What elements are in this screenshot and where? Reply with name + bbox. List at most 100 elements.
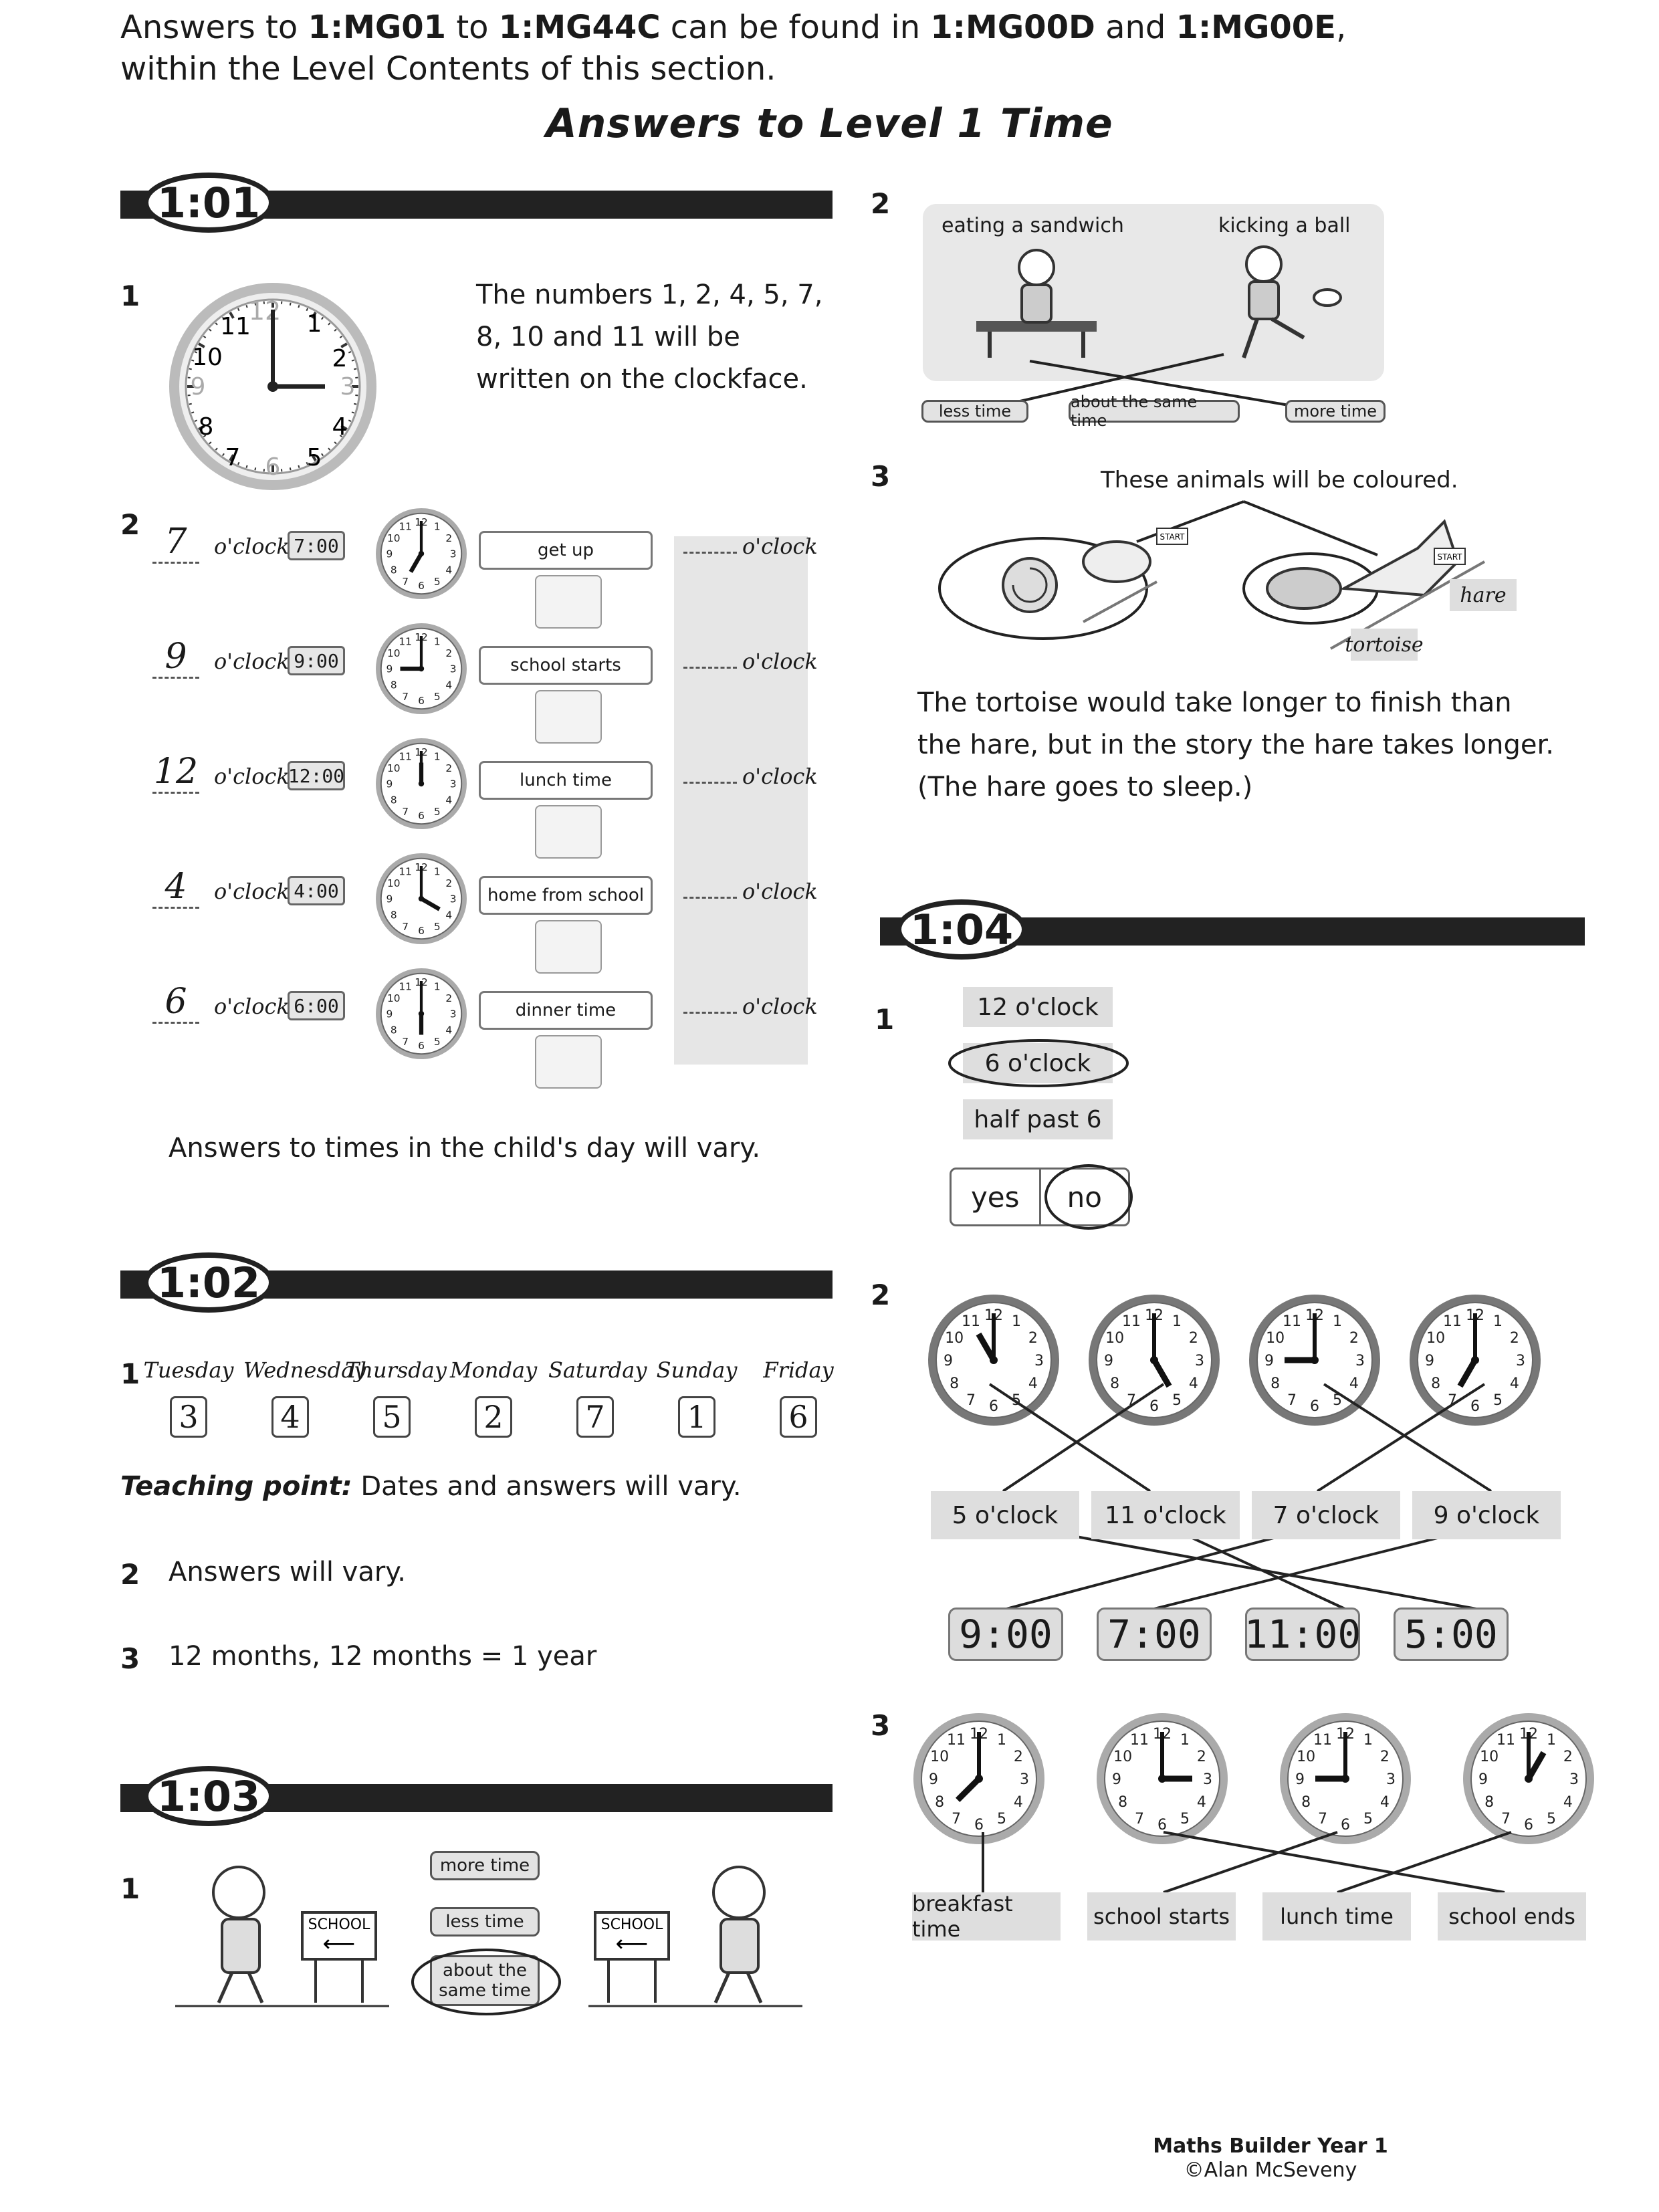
- svg-text:1: 1: [1012, 1313, 1021, 1330]
- q-number: 2: [120, 1558, 140, 1591]
- blank-line: [683, 1012, 737, 1014]
- svg-text:2: 2: [1028, 1330, 1038, 1347]
- svg-text:4: 4: [1380, 1794, 1390, 1811]
- svg-text:11: 11: [1443, 1313, 1462, 1330]
- svg-text:11: 11: [947, 1732, 966, 1749]
- blank-answer: o'clock: [683, 764, 818, 789]
- svg-text:1: 1: [434, 865, 441, 877]
- svg-text:7: 7: [966, 1392, 976, 1409]
- svg-text:2: 2: [1563, 1749, 1573, 1765]
- svg-text:5: 5: [434, 576, 441, 588]
- q-number: 3: [871, 1709, 891, 1742]
- svg-text:7: 7: [402, 1036, 409, 1048]
- svg-text:6: 6: [418, 925, 425, 937]
- footer-copyright: ©Alan McSeveny: [1184, 2159, 1357, 2182]
- svg-text:1: 1: [997, 1732, 1006, 1749]
- svg-text:10: 10: [1480, 1749, 1499, 1765]
- time-label: 5 o'clock: [931, 1491, 1079, 1539]
- svg-text:2: 2: [445, 762, 452, 774]
- activity-label: breakfast time: [912, 1891, 1061, 1942]
- svg-text:4: 4: [445, 794, 452, 806]
- svg-text:5: 5: [434, 691, 441, 703]
- activity-picture: [535, 575, 602, 629]
- choice-half-past-6: half past 6: [963, 1099, 1113, 1139]
- svg-text:7: 7: [402, 576, 409, 588]
- activity-label: school starts: [479, 646, 653, 685]
- svg-text:8: 8: [950, 1375, 959, 1392]
- svg-text:2: 2: [1349, 1330, 1359, 1347]
- svg-text:7: 7: [402, 921, 409, 933]
- svg-text:4: 4: [445, 564, 452, 576]
- activity-picture: [535, 690, 602, 744]
- svg-text:10: 10: [1105, 1330, 1124, 1347]
- svg-text:5: 5: [997, 1811, 1006, 1828]
- svg-text:5: 5: [1333, 1392, 1342, 1409]
- svg-text:11: 11: [1130, 1732, 1149, 1749]
- day-number-box: 3: [170, 1396, 207, 1438]
- option-about-the-same-time: about the same time: [430, 1955, 540, 2006]
- page-title: Answers to Level 1 Time: [546, 100, 1113, 147]
- day-number-box: 2: [475, 1396, 512, 1438]
- svg-text:5: 5: [1547, 1811, 1556, 1828]
- svg-text:8: 8: [1431, 1375, 1440, 1392]
- svg-text:6: 6: [1157, 1817, 1167, 1834]
- label-hare: hare: [1450, 579, 1517, 611]
- svg-text:2: 2: [1014, 1749, 1023, 1765]
- day-name: Wednesday: [243, 1357, 366, 1383]
- svg-text:10: 10: [387, 647, 401, 659]
- svg-text:3: 3: [1516, 1353, 1525, 1369]
- circle-mark-icon: [948, 1039, 1129, 1087]
- svg-text:11: 11: [399, 750, 412, 762]
- q-number: 1: [875, 1003, 895, 1036]
- q-number: 1: [120, 280, 140, 312]
- svg-text:8: 8: [1301, 1794, 1311, 1811]
- blank-answer: o'clock: [683, 879, 818, 904]
- svg-text:4: 4: [1028, 1375, 1038, 1392]
- svg-text:3: 3: [450, 548, 457, 560]
- svg-text:1: 1: [434, 635, 441, 647]
- svg-text:12: 12: [249, 296, 281, 326]
- svg-text:4: 4: [1349, 1375, 1359, 1392]
- svg-text:11: 11: [399, 980, 412, 992]
- activity-picture: [535, 805, 602, 859]
- svg-text:9: 9: [1264, 1353, 1274, 1369]
- svg-text:1: 1: [1363, 1732, 1373, 1749]
- q-number: 2: [871, 1279, 891, 1311]
- blank-answer: o'clock: [683, 534, 818, 559]
- activity-picture: [535, 1035, 602, 1089]
- svg-text:11: 11: [962, 1313, 980, 1330]
- digital-time: 7:00: [1097, 1608, 1212, 1661]
- svg-text:4: 4: [445, 909, 452, 921]
- answer-yes: yes: [952, 1170, 1041, 1224]
- svg-text:11: 11: [1283, 1313, 1301, 1330]
- answer-no: no: [1067, 1180, 1102, 1214]
- svg-text:8: 8: [199, 413, 214, 441]
- section-label-101: 1:01: [143, 173, 274, 233]
- svg-text:2: 2: [445, 647, 452, 659]
- svg-text:⟵: ⟵: [323, 1930, 356, 1957]
- svg-text:8: 8: [1484, 1794, 1494, 1811]
- svg-text:10: 10: [192, 344, 223, 371]
- svg-text:8: 8: [391, 909, 397, 921]
- svg-text:9: 9: [1112, 1771, 1121, 1788]
- svg-text:6: 6: [1149, 1398, 1159, 1415]
- section-label-104: 1:04: [896, 899, 1027, 960]
- svg-text:3: 3: [1355, 1353, 1365, 1369]
- svg-text:8: 8: [391, 794, 397, 806]
- svg-text:10: 10: [387, 992, 401, 1004]
- svg-text:10: 10: [930, 1749, 949, 1765]
- svg-text:⟵: ⟵: [616, 1930, 649, 1957]
- q2-note: Answers to times in the child's day will…: [169, 1133, 761, 1164]
- svg-text:9: 9: [386, 548, 393, 560]
- svg-text:2: 2: [445, 992, 452, 1004]
- svg-text:6: 6: [1470, 1398, 1480, 1415]
- q-number: 3: [871, 460, 891, 493]
- oclock-label: o'clock: [214, 764, 290, 789]
- footer-title: Maths Builder Year 1: [1153, 2134, 1388, 2158]
- svg-text:9: 9: [386, 893, 393, 905]
- matching-lines-q2-104: [988, 1383, 1492, 1613]
